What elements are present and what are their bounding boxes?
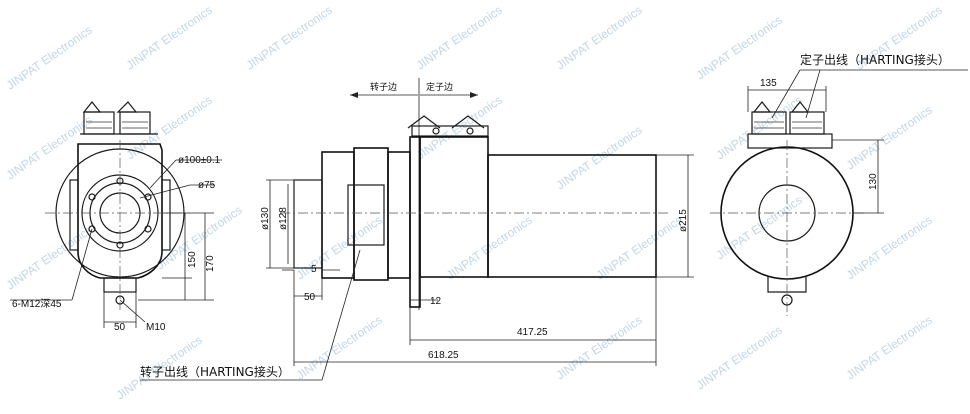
dia-75-label: ø75 xyxy=(198,180,216,191)
height-170-label: 170 xyxy=(205,255,216,272)
dim-50-label: 50 xyxy=(304,292,316,303)
watermark: JINPAT Electronics xyxy=(844,103,935,173)
stator-side-label: 定子边 xyxy=(426,81,453,93)
watermark: JINPAT Electronics xyxy=(554,3,645,73)
dim-12-label: 12 xyxy=(430,296,442,307)
dim-5-label: 5 xyxy=(311,264,317,275)
watermark: JINPAT Electronics xyxy=(694,323,785,393)
watermark: JINPAT Electronics xyxy=(414,3,505,73)
watermark: JINPAT Electronics xyxy=(294,213,385,283)
watermark: JINPAT Electronics xyxy=(124,3,215,73)
width-135-label: 135 xyxy=(760,78,777,89)
dia-128-label: ø128 xyxy=(278,207,289,230)
watermark: JINPAT Electronics xyxy=(554,123,645,193)
holes-label: 6-M12深45 xyxy=(12,298,62,310)
watermark: JINPAT Electronics xyxy=(594,213,685,283)
dia-130-label: ø130 xyxy=(260,207,271,230)
watermark: JINPAT Electronics xyxy=(444,213,535,283)
watermark: JINPAT Electronics xyxy=(714,193,805,263)
left-end-view: ø100±0.1 ø75 150 170 6-M12深45 50 M10 xyxy=(10,101,222,333)
watermark: JINPAT Electronics xyxy=(4,23,95,93)
dia-215-label: ø215 xyxy=(678,209,689,232)
stator-outlet-label: 定子出线（HARTING接头） xyxy=(800,52,950,67)
right-end-view: 135 130 定子出线（HARTING接头） xyxy=(710,52,968,316)
height-130-label: 130 xyxy=(868,173,879,190)
width-50-label: 50 xyxy=(114,322,126,333)
thread-m10-label: M10 xyxy=(146,322,166,333)
watermark: JINPAT Electronics xyxy=(244,3,335,73)
rotor-connector-left xyxy=(80,101,158,135)
height-150-label: 150 xyxy=(187,251,198,268)
watermark: JINPAT Electronics xyxy=(4,223,95,293)
watermark: JINPAT Electronics xyxy=(844,313,935,383)
watermark: JINPAT Electronics xyxy=(294,313,385,383)
watermark: JINPAT Electronics xyxy=(554,313,645,383)
watermark: JINPAT Electronics xyxy=(414,93,505,163)
rotor-outlet-label: 转子出线（HARTING接头） xyxy=(140,364,290,379)
stator-connector-right xyxy=(747,101,833,149)
side-view: 转子边 定子边 ø130 ø128 5 xyxy=(140,78,694,381)
watermark: JINPAT Electronics xyxy=(4,113,95,183)
watermark: JINPAT Electronics xyxy=(844,213,935,283)
len-417-label: 417.25 xyxy=(517,327,548,338)
stator-connector-side xyxy=(407,115,489,137)
rotor-side-label: 转子边 xyxy=(370,81,397,93)
watermark: JINPAT Electronics xyxy=(694,13,785,83)
len-618-label: 618.25 xyxy=(428,350,459,361)
dia-100-label: ø100±0.1 xyxy=(178,155,221,166)
